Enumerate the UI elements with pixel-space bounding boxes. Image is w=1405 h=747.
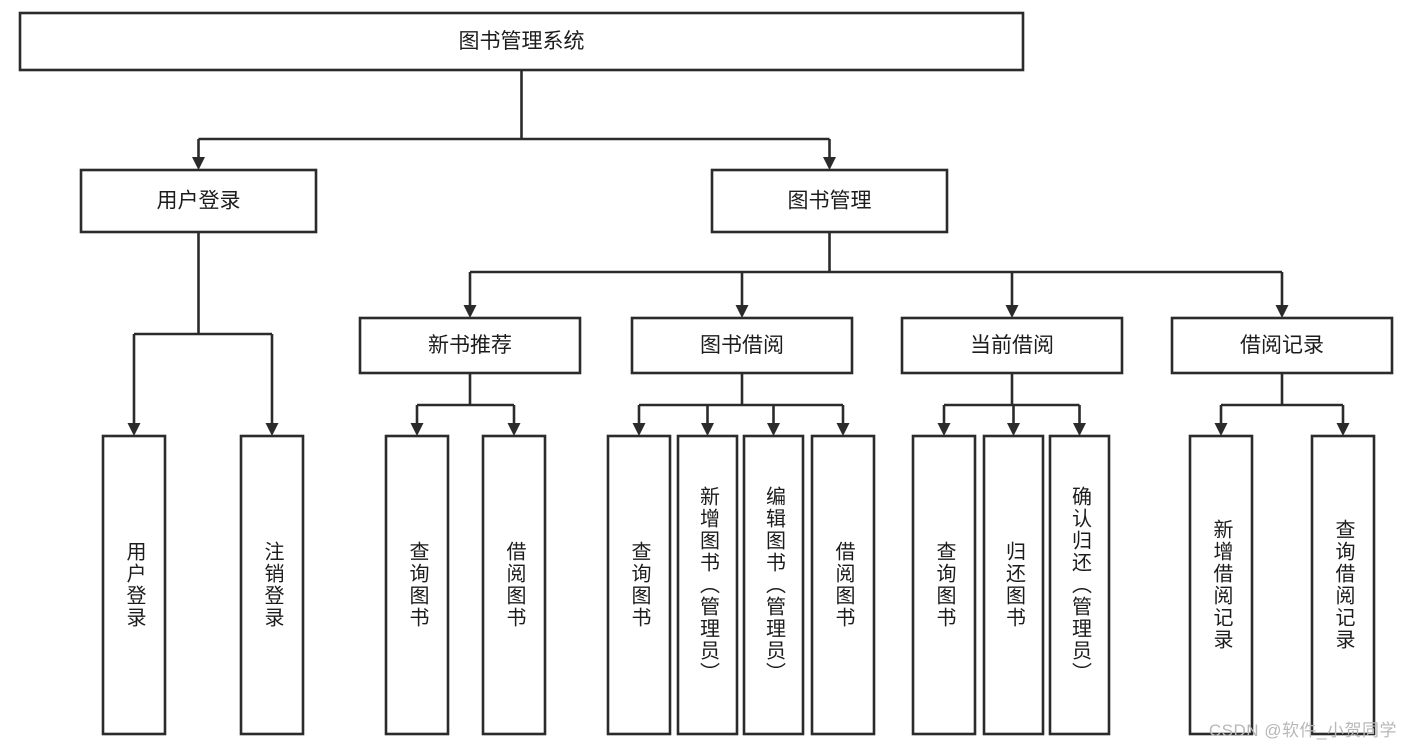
node-box-leaf-edit-book[interactable] [742,434,805,736]
arrow-head-icon [410,423,424,436]
arrow-head-icon [632,423,646,436]
arrow-head-icon [1336,423,1350,436]
watermark-text: CSDN @软件_小贺同学 [1208,721,1397,740]
node-box-current-borrow[interactable] [900,316,1124,375]
arrow-head-icon [507,423,521,436]
node-box-book-manage[interactable] [710,168,949,234]
node-label-book-manage: 图书管理 [788,190,872,213]
node-box-user-login[interactable] [79,168,318,234]
arrow-head-icon [1007,423,1020,436]
arrow-head-icon [823,157,836,170]
node-label-user-login: 用户登录 [157,190,241,213]
node-box-book-borrow[interactable] [630,316,854,375]
node-label-current-borrow: 当前借阅 [970,334,1054,357]
node-label-root: 图书管理系统 [459,30,585,53]
node-box-leaf-add-book[interactable] [676,434,739,736]
arrow-head-icon [463,305,477,318]
node-box-leaf-query-record[interactable] [1310,434,1376,736]
node-box-leaf-borrow-book-2[interactable] [810,434,876,736]
node-label-new-book-rec: 新书推荐 [428,334,512,357]
arrow-head-icon [265,423,279,436]
arrow-head-icon [1073,423,1086,436]
node-label-borrow-record: 借阅记录 [1240,334,1324,357]
arrow-head-icon [1005,305,1019,318]
node-box-borrow-record[interactable] [1170,316,1394,375]
node-box-leaf-query-book-1[interactable] [384,434,450,736]
arrow-head-icon [1214,423,1228,436]
arrow-head-icon [1275,305,1289,318]
node-box-leaf-confirm-return[interactable] [1048,434,1111,736]
node-box-new-book-rec[interactable] [358,316,582,375]
boxes-layer [18,11,1394,736]
node-box-leaf-query-book-2[interactable] [606,434,672,736]
connectors-layer [127,70,1350,436]
arrow-head-icon [735,305,749,318]
arrow-head-icon [836,423,850,436]
arrow-head-icon [127,423,141,436]
node-box-leaf-query-book-3[interactable] [911,434,977,736]
node-box-leaf-user-login[interactable] [101,434,167,736]
arrow-head-icon [767,423,780,436]
node-box-leaf-return-book[interactable] [982,434,1045,736]
node-label-book-borrow: 图书借阅 [700,334,784,357]
node-box-leaf-logout[interactable] [239,434,305,736]
node-box-root[interactable] [18,11,1025,72]
arrow-head-icon [192,157,205,170]
arrow-head-icon [701,423,714,436]
arrow-head-icon [937,423,951,436]
node-box-leaf-borrow-book-1[interactable] [481,434,547,736]
node-box-leaf-add-record[interactable] [1188,434,1254,736]
